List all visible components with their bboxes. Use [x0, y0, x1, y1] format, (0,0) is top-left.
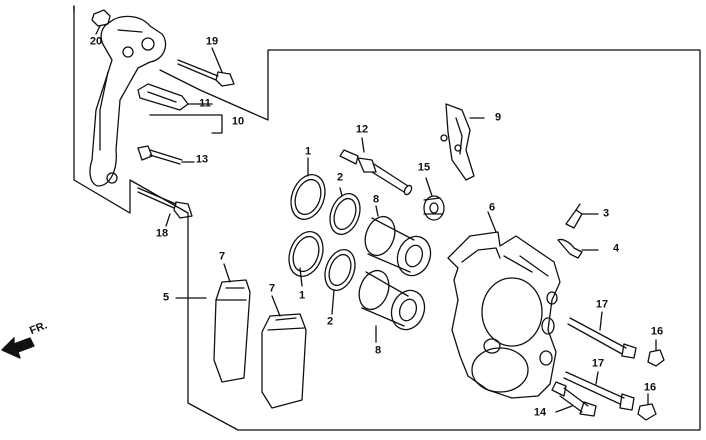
callout-6: 6: [488, 201, 496, 214]
callout-7a: 7: [218, 250, 226, 263]
pad-pin-parts: [563, 311, 637, 411]
callout-2b: 2: [326, 315, 334, 328]
callout-17a: 17: [595, 298, 609, 311]
callout-20: 20: [89, 35, 103, 48]
callout-16a: 16: [650, 325, 664, 338]
callout-3: 3: [602, 207, 610, 220]
slide-pin-part: [339, 137, 413, 196]
piston-seal-parts: [288, 157, 361, 315]
mounting-bolt-part: [137, 187, 193, 227]
pin-boot-part: [423, 177, 445, 221]
callout-5: 5: [162, 291, 170, 304]
callout-7b: 7: [268, 282, 276, 295]
pad-spring-part: [440, 103, 485, 181]
caliper-body-part: [447, 211, 561, 399]
brake-pad-part-a: [213, 263, 251, 383]
callout-19: 19: [205, 35, 219, 48]
callout-12: 12: [355, 123, 369, 136]
caliper-piston-parts: [358, 205, 432, 343]
bleeder-bolt-part: [137, 145, 195, 165]
callout-11: 11: [199, 97, 211, 110]
callout-1b: 1: [298, 289, 306, 302]
callout-17b: 17: [591, 357, 605, 370]
brake-pad-part-b: [261, 295, 307, 409]
pad-retainer-clip-part: [137, 83, 199, 111]
callout-15: 15: [417, 161, 431, 174]
callout-18: 18: [155, 227, 169, 240]
pad-pin-nut-parts: [637, 339, 665, 421]
bleeder-cap-part: [557, 238, 599, 259]
callout-13: 13: [195, 153, 209, 166]
front-direction-arrow-icon: [1, 337, 35, 359]
diagram-boundary-lines: [73, 5, 701, 431]
callout-2a: 2: [336, 171, 344, 184]
bracket-nut-part: [91, 9, 111, 35]
callout-14: 14: [533, 406, 547, 419]
callout-4: 4: [612, 242, 620, 255]
callout-16b: 16: [643, 381, 657, 394]
bracket-bolt-part: [177, 47, 235, 87]
callout-8b: 8: [374, 344, 382, 357]
callout-10: 10: [231, 115, 245, 128]
callout-9: 9: [494, 111, 502, 124]
callout-1a: 1: [304, 145, 312, 158]
caliper-bracket-part: [89, 15, 167, 187]
caliper-mount-bolt-part: [551, 381, 597, 417]
bleeder-screw-part: [565, 203, 599, 229]
callout-8a: 8: [372, 193, 380, 206]
